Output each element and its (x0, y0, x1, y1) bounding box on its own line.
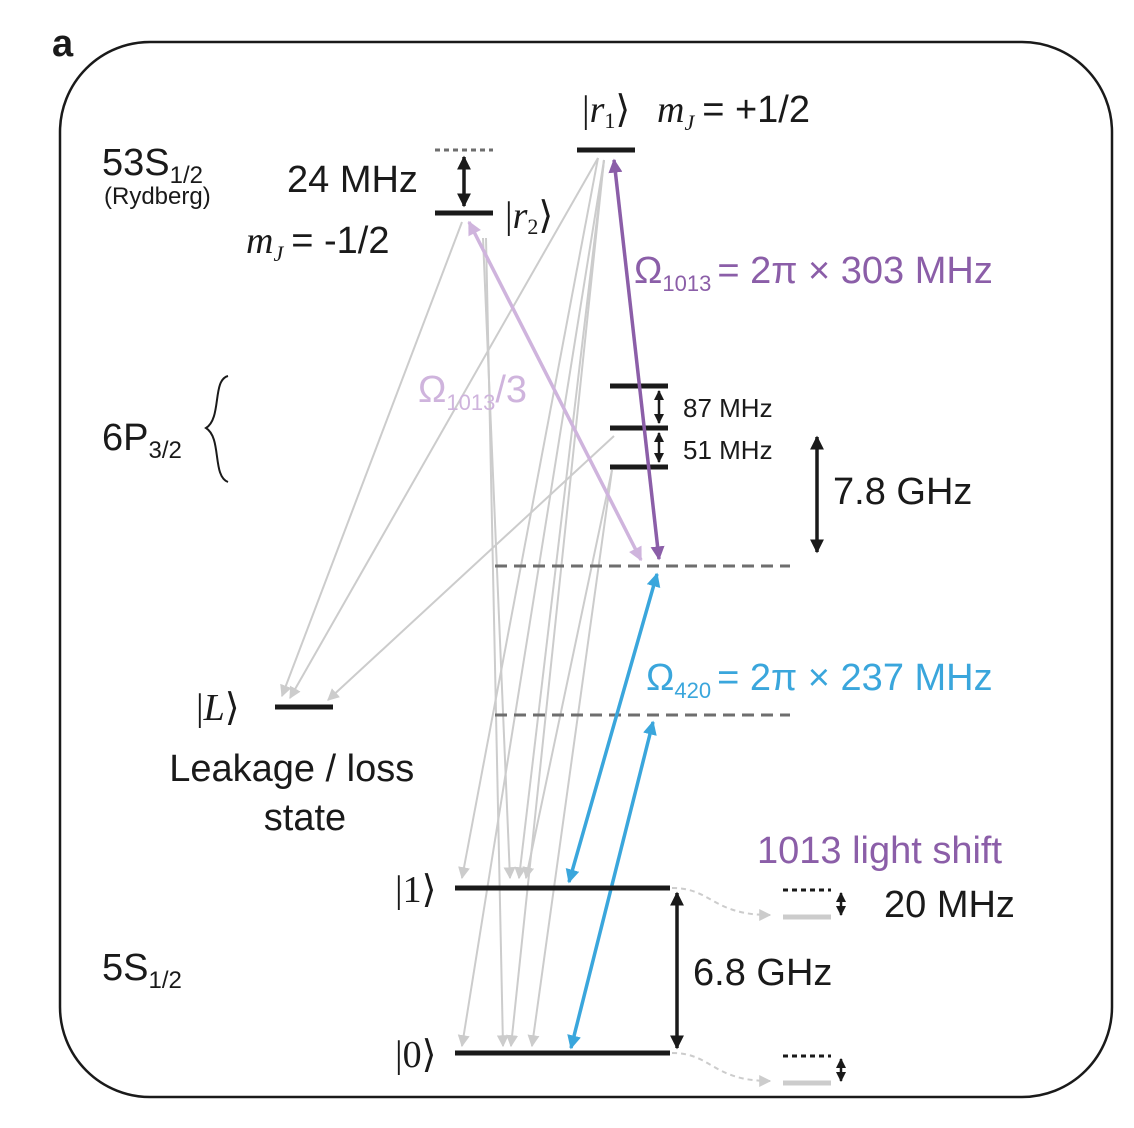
panel-label: a (52, 23, 74, 65)
decay-arrow (514, 159, 605, 880)
r1-ket-label: |r1⟩ (582, 89, 630, 133)
r2-mj-label: mJ= -1/2 (246, 220, 389, 266)
omega-1013-arrow (608, 158, 665, 561)
ket-0-label: |0⟩ (395, 1034, 436, 1076)
detuning-label: 7.8 GHz (833, 471, 972, 513)
omega-420-label: Ω420= 2π × 237 MHz (646, 657, 993, 703)
leakage-caption: Leakage / loss state (169, 748, 425, 839)
light-shift-title: 1013 light shift (757, 830, 1002, 872)
decay-arrow (506, 159, 605, 1048)
omega-1013-label: Ω1013= 2π × 303 MHz (634, 250, 993, 296)
decay-arrows (280, 157, 615, 1048)
ground-level-label: 5S1/2 (102, 947, 182, 994)
hyperfine-label-51: 51 MHz (683, 435, 773, 465)
decay-arrow (457, 159, 605, 1048)
rydberg-splitting-label: 24 MHz (287, 159, 418, 201)
omega-420-arrow-1 (565, 572, 661, 884)
omega-420-arrow-0 (567, 720, 657, 1050)
omega-1013-weak-label: Ω1013/3 (418, 369, 527, 415)
ket-1-label: |1⟩ (395, 869, 436, 911)
6p-level-label: 6P3/2 (102, 417, 182, 464)
light-shift-path-1 (671, 887, 772, 921)
leakage-ket-label: |L⟩ (196, 687, 240, 729)
hyperfine-label-87: 87 MHz (683, 393, 773, 423)
light-shift-value: 20 MHz (884, 884, 1015, 926)
rydberg-note: (Rydberg) (104, 183, 211, 210)
6p-brace (204, 375, 229, 483)
decay-arrow (527, 469, 613, 1048)
decay-arrow (522, 469, 613, 880)
r1-mj-label: mJ= +1/2 (657, 89, 810, 135)
hyperfine-splitting-label: 6.8 GHz (693, 952, 832, 994)
r2-ket-label: |r2⟩ (505, 195, 553, 239)
panel-frame (58, 40, 1114, 1099)
light-shift-path-0 (671, 1052, 772, 1087)
decay-arrow (280, 221, 463, 698)
rydberg-level-label: 53S1/2 (102, 142, 203, 189)
decay-arrow (458, 157, 599, 880)
